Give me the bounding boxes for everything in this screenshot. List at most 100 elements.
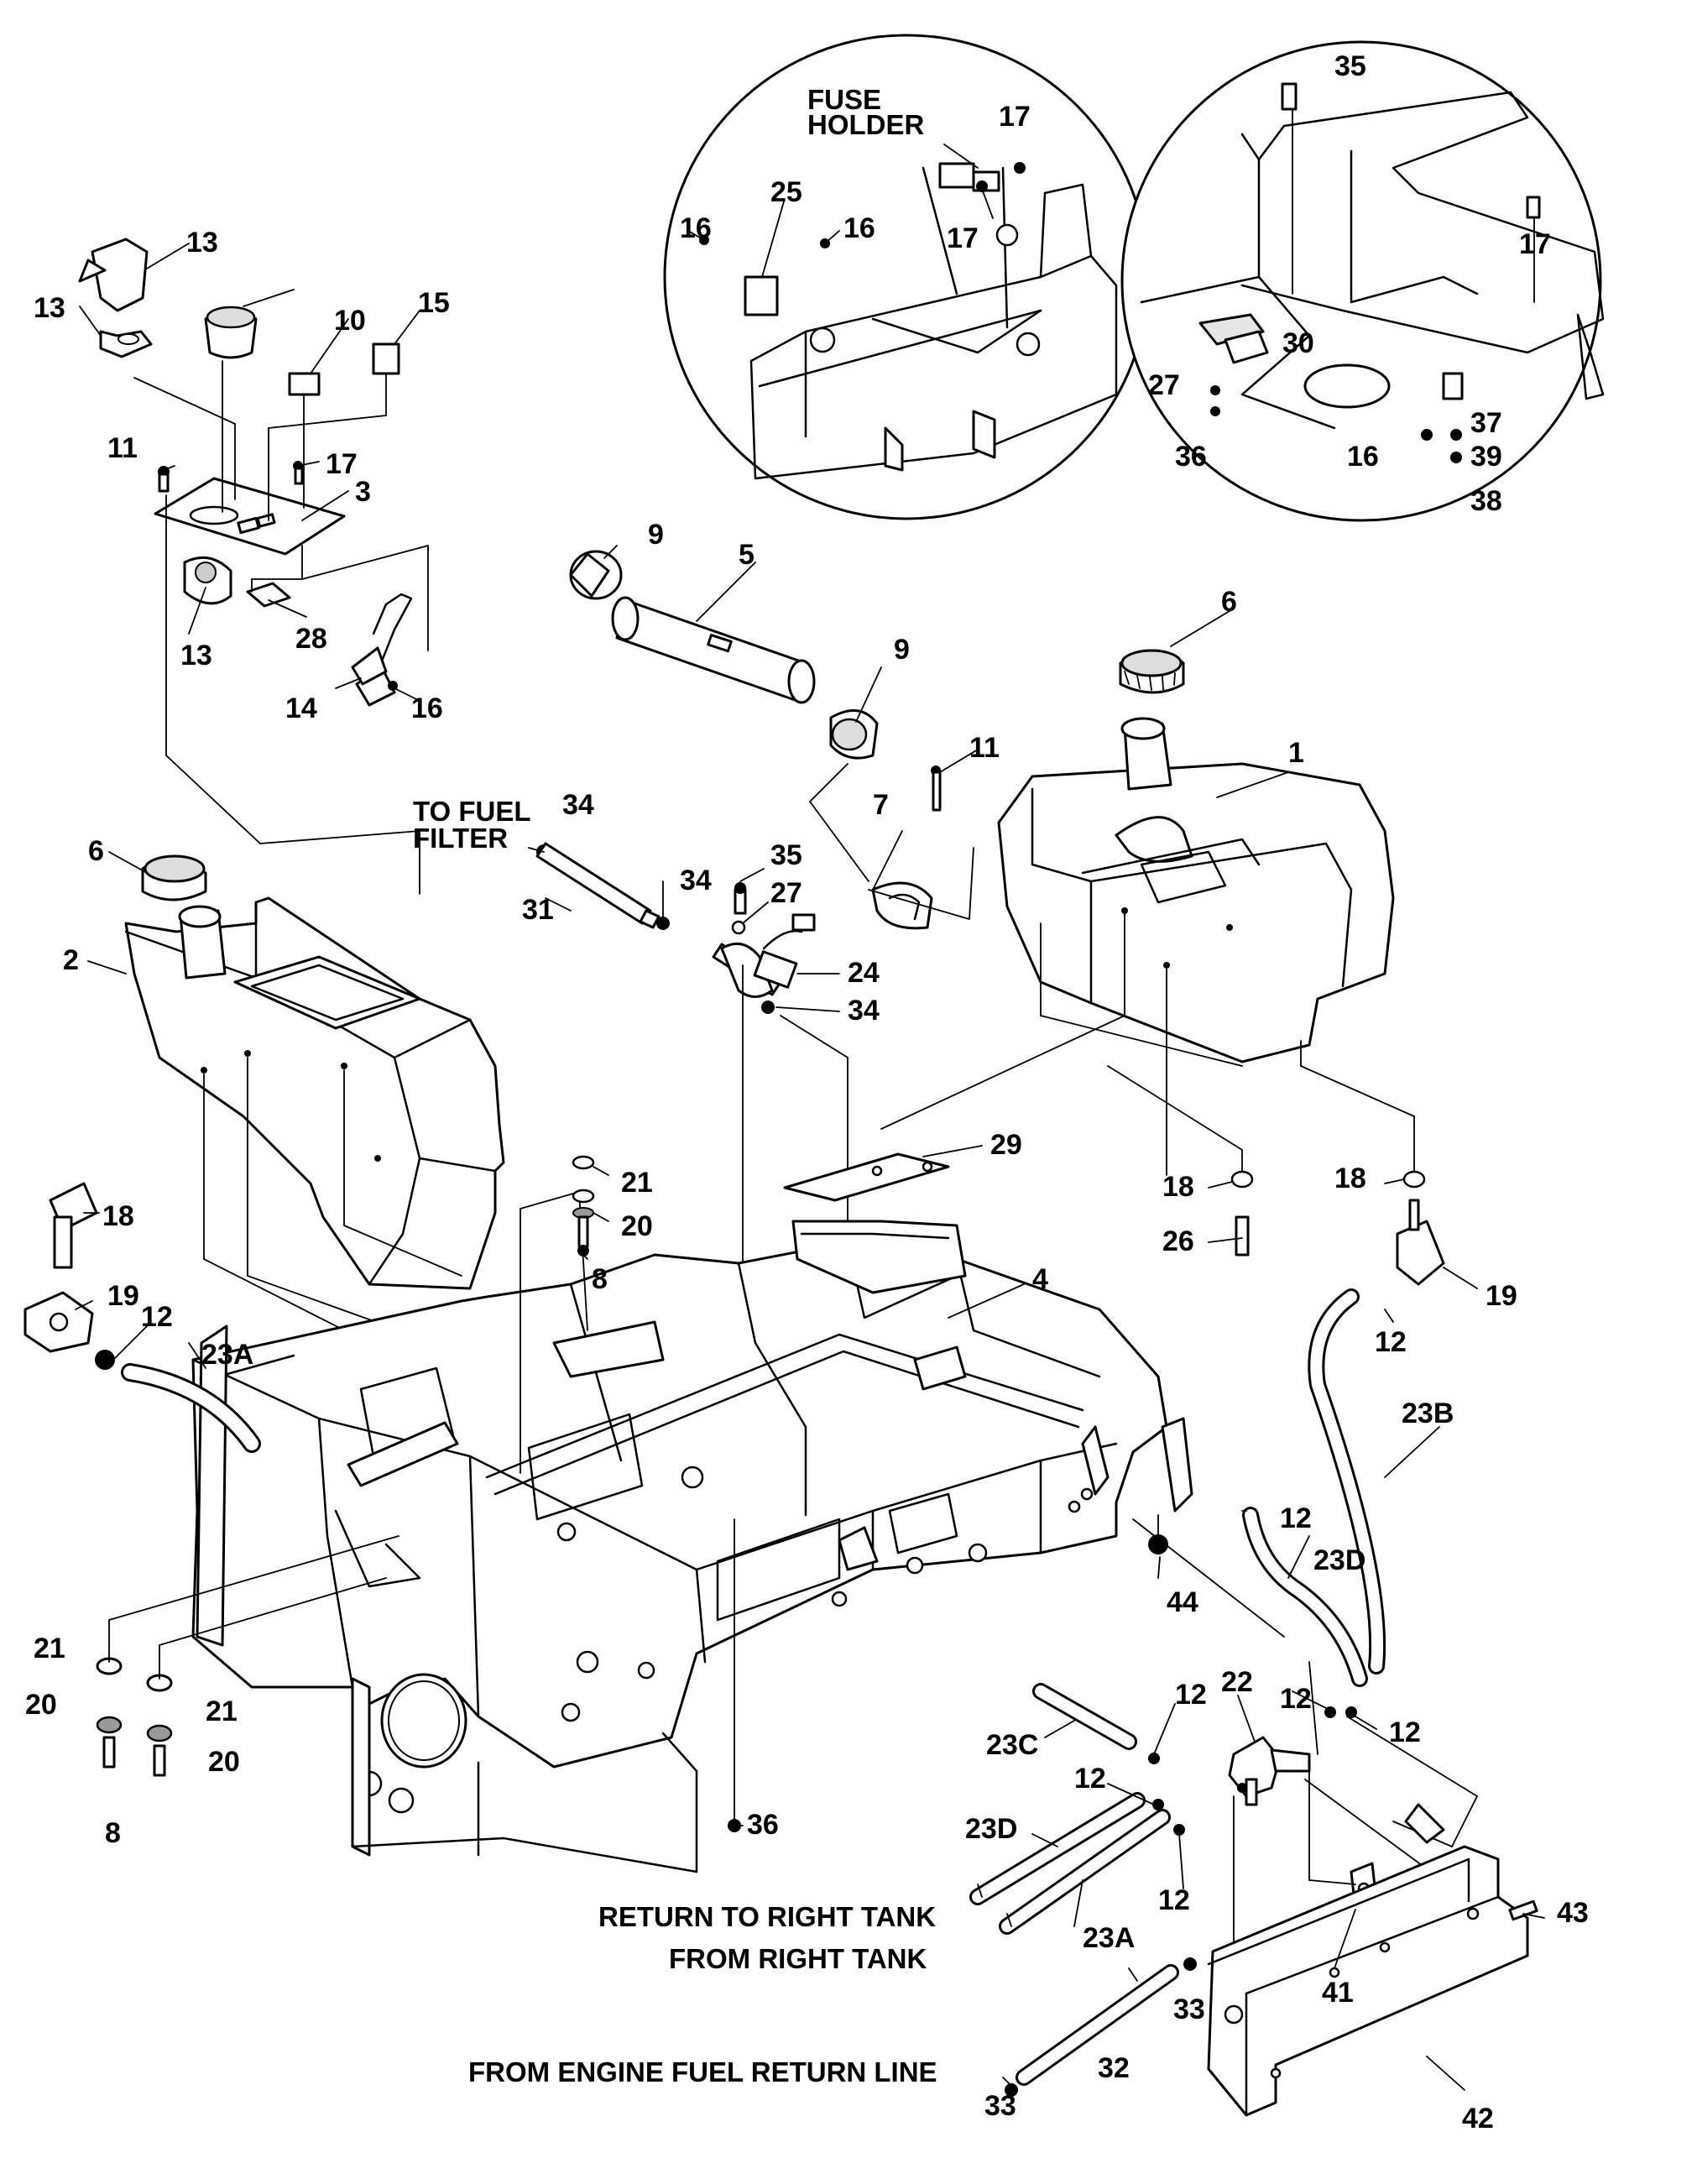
callout-16-c: 16 xyxy=(1347,441,1379,473)
callout-36-b: 36 xyxy=(747,1809,779,1841)
callout-1: 1 xyxy=(1288,737,1304,769)
callout-4: 4 xyxy=(1032,1263,1048,1295)
callout-24: 24 xyxy=(848,957,880,989)
callout-6-b: 6 xyxy=(88,835,104,867)
callout-25: 25 xyxy=(770,176,802,208)
note-from-right-tank: FROM RIGHT TANK xyxy=(669,1943,927,1974)
callout-23C: 23C xyxy=(986,1729,1038,1761)
air-tube-assembly xyxy=(569,550,974,930)
callout-27-b: 27 xyxy=(770,877,802,909)
callout-17-d: 17 xyxy=(326,448,358,480)
callout-7: 7 xyxy=(873,789,889,821)
callout-9-a: 9 xyxy=(648,519,664,551)
callout-6-a: 6 xyxy=(1221,586,1237,618)
callout-20-a: 20 xyxy=(621,1210,653,1242)
callout-2: 2 xyxy=(63,944,79,976)
callout-16-a: 16 xyxy=(680,212,712,244)
callout-3: 3 xyxy=(355,476,371,508)
callout-9-b: 9 xyxy=(894,634,910,666)
callout-37: 37 xyxy=(1470,407,1502,439)
callout-30: 30 xyxy=(1282,327,1314,359)
callout-15: 15 xyxy=(418,287,450,319)
main-frame xyxy=(191,830,1318,1873)
callout-12-b: 12 xyxy=(1375,1326,1407,1358)
callout-23D-a: 23D xyxy=(1313,1544,1365,1576)
callout-23D-b: 23D xyxy=(965,1813,1017,1845)
callout-20-b: 20 xyxy=(25,1689,57,1721)
callout-14: 14 xyxy=(285,692,317,724)
callout-13-a: 13 xyxy=(186,227,218,259)
right-fuel-tank xyxy=(880,649,1415,1176)
note-fuse-holder-line2: HOLDER xyxy=(807,109,925,140)
hardware-lower-left xyxy=(96,1535,399,1777)
callout-28: 28 xyxy=(295,623,327,655)
callout-33-b: 33 xyxy=(984,2090,1016,2122)
callout-32: 32 xyxy=(1098,2052,1130,2084)
control-panel-assembly xyxy=(78,238,429,844)
callout-16-b: 16 xyxy=(843,212,875,244)
callout-23A-b: 23A xyxy=(1083,1922,1135,1954)
callout-29: 29 xyxy=(990,1129,1022,1161)
callout-26: 26 xyxy=(1162,1225,1194,1257)
note-from-engine-fuel-return-line: FROM ENGINE FUEL RETURN LINE xyxy=(468,2056,937,2087)
callout-16-d: 16 xyxy=(411,692,443,724)
callout-11-b: 11 xyxy=(969,732,1000,764)
callout-12-d: 12 xyxy=(1280,1683,1312,1715)
callout-8-b: 8 xyxy=(105,1817,121,1849)
callout-20-c: 20 xyxy=(208,1746,240,1778)
callout-12-c: 12 xyxy=(1280,1502,1312,1534)
callout-10: 10 xyxy=(334,305,366,337)
callout-22: 22 xyxy=(1221,1666,1253,1698)
callout-21-a: 21 xyxy=(621,1167,653,1199)
note-to-fuel-filter-line2: FILTER xyxy=(413,823,508,854)
callout-44: 44 xyxy=(1167,1586,1198,1618)
callout-34-c: 34 xyxy=(848,995,880,1027)
callout-17-c: 17 xyxy=(1519,228,1551,260)
callout-13-c: 13 xyxy=(180,640,212,671)
shield-plate xyxy=(783,1152,950,1202)
notes: FUSE HOLDER TO FUEL FILTER RETURN TO RIG… xyxy=(413,84,937,2087)
note-to-fuel-filter-line1: TO FUEL xyxy=(413,796,531,827)
callout-36-a: 36 xyxy=(1175,441,1207,473)
callout-12-h: 12 xyxy=(1158,1884,1190,1916)
callout-34-b: 34 xyxy=(680,865,712,896)
callout-12-e: 12 xyxy=(1175,1679,1207,1711)
callout-18-a: 18 xyxy=(1162,1171,1194,1203)
callout-19-b: 19 xyxy=(1486,1280,1517,1312)
detail-view-fuse-holder xyxy=(663,34,1150,520)
callout-18-b: 18 xyxy=(1334,1163,1366,1194)
callout-18-c: 18 xyxy=(102,1200,134,1232)
callout-23A-a: 23A xyxy=(201,1339,253,1371)
callout-5: 5 xyxy=(739,539,755,571)
callout-11-a: 11 xyxy=(107,432,138,464)
mounting-bracket xyxy=(1207,1803,1538,2117)
callout-12-a: 12 xyxy=(141,1301,173,1333)
callout-23B: 23B xyxy=(1402,1398,1454,1429)
callout-12-f: 12 xyxy=(1389,1716,1421,1748)
callout-43: 43 xyxy=(1557,1897,1589,1929)
leader-lines xyxy=(75,243,1545,2091)
callout-35-a: 35 xyxy=(1334,50,1366,82)
callout-33-a: 33 xyxy=(1173,1993,1205,2025)
callout-41: 41 xyxy=(1322,1977,1354,2009)
callout-39: 39 xyxy=(1470,441,1502,473)
callout-31: 31 xyxy=(522,894,554,926)
callout-13-b: 13 xyxy=(34,292,65,324)
callout-21-b: 21 xyxy=(34,1633,65,1664)
callout-21-c: 21 xyxy=(206,1695,238,1727)
callout-38: 38 xyxy=(1470,485,1502,517)
left-fuel-tank xyxy=(124,854,505,1344)
note-return-to-right-tank: RETURN TO RIGHT TANK xyxy=(598,1901,936,1932)
callout-35-b: 35 xyxy=(770,839,802,871)
callout-17-b: 17 xyxy=(947,222,979,254)
callout-12-g: 12 xyxy=(1074,1763,1106,1795)
callout-17-a: 17 xyxy=(999,101,1031,133)
callout-8-a: 8 xyxy=(592,1263,608,1295)
callout-19-a: 19 xyxy=(107,1280,139,1312)
note-fuse-holder-line1: FUSE xyxy=(807,84,881,115)
detail-view-bracket xyxy=(1120,40,1605,522)
callout-34-a: 34 xyxy=(562,789,594,821)
callout-42: 42 xyxy=(1462,2103,1494,2134)
callouts: 35 17 25 16 16 17 17 30 27 37 36 16 39 3… xyxy=(25,50,1589,2134)
